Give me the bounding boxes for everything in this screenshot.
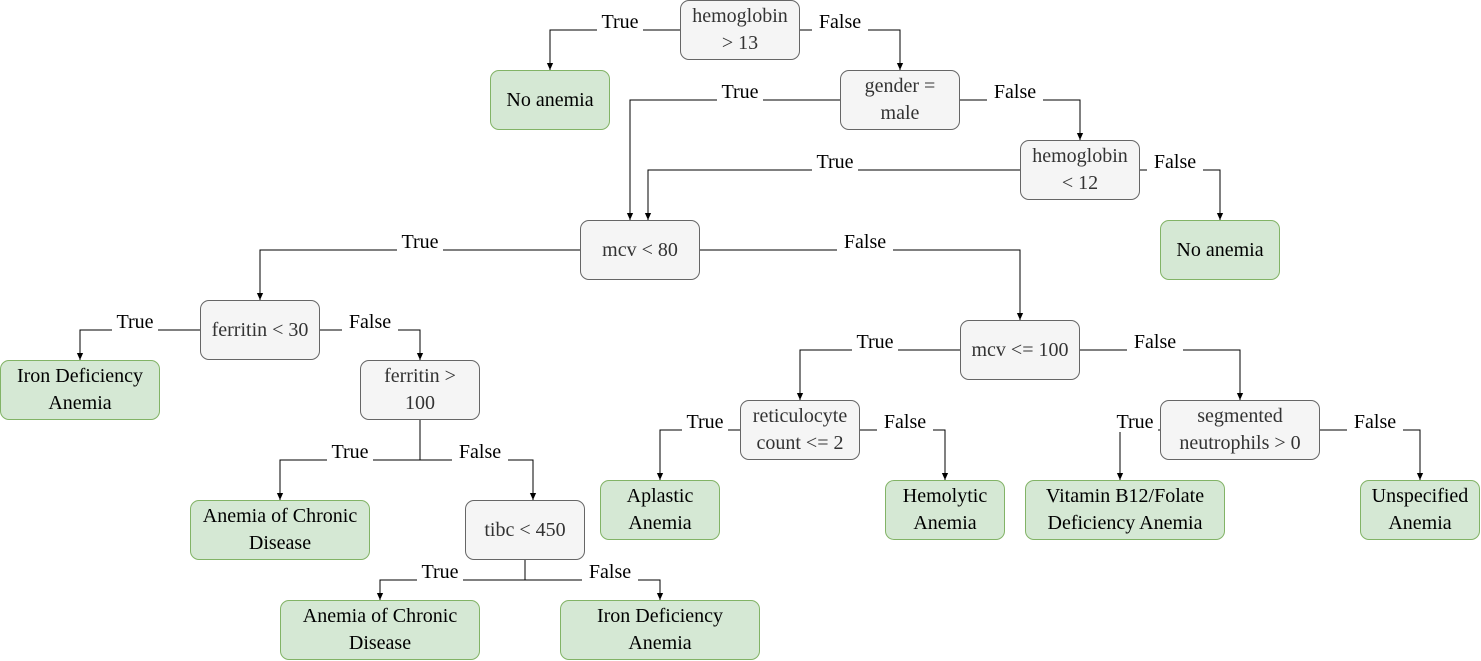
edge-label-bg [682,410,728,432]
leaf-no-anemia-1: No anemia [490,70,610,130]
edge-label-mcv100-false: False [1134,331,1176,353]
edge-label-bg [417,560,463,582]
edge-label-neutro-false: False [1354,411,1396,433]
node-tibc-lt-450: tibc < 450 [465,500,585,560]
edge-label-bg [1127,330,1183,352]
edge-label-bg [342,310,398,332]
edge-label-mcv100-true: True [856,331,893,353]
edge-retic-true [656,429,740,480]
edge-label-bg [452,440,508,462]
edge-hb12-true [644,169,1020,220]
edge-label-bg [852,330,898,352]
leaf-unspecified-anemia: Unspecified Anemia [1360,480,1480,540]
edge-label-bg [877,410,933,432]
leaf-iron-deficiency-anemia-2: Iron Deficiency Anemia [560,600,760,660]
edge-label-bg [112,310,158,332]
edge-label-hb12-true: True [816,151,853,173]
edge-mcv100-false [1080,349,1244,400]
edge-label-ferritin100-false: False [459,441,501,463]
edge-neutro-true [1116,429,1160,480]
edge-label-mcv80-false: False [844,231,886,253]
node-hemoglobin-lt-12: hemoglobin < 12 [1020,140,1140,200]
leaf-aplastic-anemia: Aplastic Anemia [600,480,720,540]
edge-label-bg [582,560,638,582]
edge-label-bg [1147,150,1203,172]
node-mcv-lte-100: mcv <= 100 [960,320,1080,380]
edge-hb12-false [1140,169,1224,220]
leaf-iron-deficiency-anemia-1: Iron Deficiency Anemia [0,360,160,420]
edge-label-hb12-false: False [1154,151,1196,173]
edge-label-hb13-true: True [601,11,638,33]
edge-label-retic-false: False [884,411,926,433]
edge-gender-false [960,99,1084,140]
node-gender-male: gender = male [840,70,960,130]
edge-label-bg [397,230,443,252]
edge-hb13-false [800,29,904,70]
edge-label-bg [327,440,373,462]
edge-label-bg [812,150,858,172]
edge-label-ferritin100-true: True [331,441,368,463]
edge-label-bg [1112,410,1158,432]
edge-ferritin100-false [420,459,537,500]
leaf-anemia-of-chronic-disease-2: Anemia of Chronic Disease [280,600,480,660]
edge-label-ferritin30-true: True [116,311,153,333]
edge-label-bg [812,10,868,32]
edge-label-bg [987,80,1043,102]
leaf-vitamin-b12-folate-deficiency: Vitamin B12/Folate Deficiency Anemia [1025,480,1225,540]
node-reticulocyte-count: reticulocyte count <= 2 [740,400,860,460]
edge-label-tibc-false: False [589,561,631,583]
edge-gender-true [626,99,840,220]
node-mcv-lt-80: mcv < 80 [580,220,700,280]
node-ferritin-lt-30: ferritin < 30 [200,300,320,360]
leaf-hemolytic-anemia: Hemolytic Anemia [885,480,1005,540]
edge-mcv100-true [796,349,960,400]
edge-label-neutro-true: True [1116,411,1153,433]
edge-label-mcv80-true: True [401,231,438,253]
edge-label-bg [1347,410,1403,432]
node-hemoglobin-gt-13: hemoglobin > 13 [680,0,800,60]
edge-neutro-false [1320,429,1424,480]
edge-label-ferritin30-false: False [349,311,391,333]
edge-label-hb13-false: False [819,11,861,33]
edge-label-bg [837,230,893,252]
edge-label-retic-true: True [686,411,723,433]
edge-mcv80-false [700,249,1024,320]
edge-label-bg [717,80,763,102]
edge-retic-false [860,429,949,480]
edge-ferritin30-true [76,329,200,360]
leaf-no-anemia-2: No anemia [1160,220,1280,280]
edge-hb13-true [546,29,680,70]
node-segmented-neutrophils: segmented neutrophils > 0 [1160,400,1320,460]
edge-label-bg [597,10,643,32]
edge-ferritin30-false [320,329,424,360]
edge-mcv80-true [256,249,580,300]
edge-label-gender-true: True [721,81,758,103]
leaf-anemia-of-chronic-disease-1: Anemia of Chronic Disease [190,500,370,560]
node-ferritin-gt-100: ferritin > 100 [360,360,480,420]
edge-label-tibc-true: True [421,561,458,583]
edge-label-gender-false: False [994,81,1036,103]
edge-tibc-false [525,579,664,600]
